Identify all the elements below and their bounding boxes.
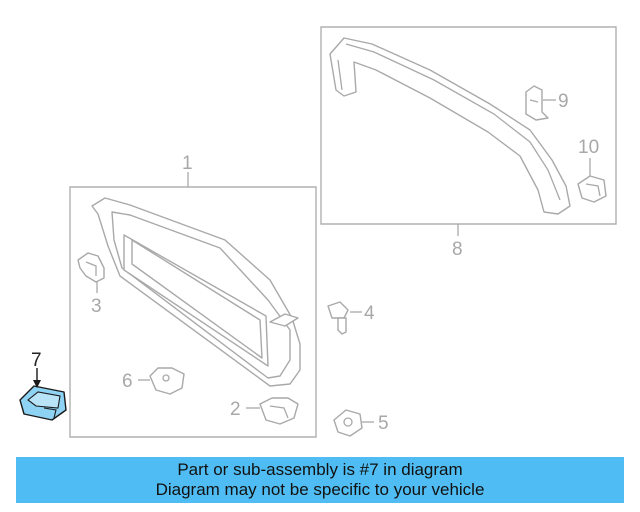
trim-panel-part[interactable] [91,197,301,387]
bracket-part-9[interactable] [525,85,549,121]
parts-diagram: 1 3 6 2 4 5 8 9 [19,26,617,438]
plug-part-6[interactable] [149,367,185,395]
leader-arrow-7 [33,380,41,388]
info-banner: Part or sub-assembly is #7 in diagram Di… [16,457,624,503]
callout-6[interactable]: 6 [122,371,133,392]
callout-5[interactable]: 5 [378,413,389,434]
clip-part-2[interactable] [259,397,299,425]
cap-part-10[interactable] [577,175,607,203]
callout-2[interactable]: 2 [230,399,241,420]
trim-panel-frame [69,186,317,438]
screw-part-4[interactable] [327,301,349,335]
callout-8[interactable]: 8 [452,239,463,260]
clip-part-3[interactable] [77,252,105,283]
nut-part-5[interactable] [333,409,363,437]
upper-trim-frame [320,26,617,225]
callout-3[interactable]: 3 [91,296,102,317]
highlighted-part-7[interactable] [19,385,67,421]
upper-trim-part[interactable] [329,37,571,215]
callout-7[interactable]: 7 [31,350,42,371]
callout-9[interactable]: 9 [558,91,569,112]
callout-4[interactable]: 4 [364,303,375,324]
callout-10[interactable]: 10 [578,137,599,158]
callout-1[interactable]: 1 [182,153,193,174]
banner-line-2: Diagram may not be specific to your vehi… [155,480,485,499]
banner-line-1: Part or sub-assembly is #7 in diagram [177,460,463,479]
